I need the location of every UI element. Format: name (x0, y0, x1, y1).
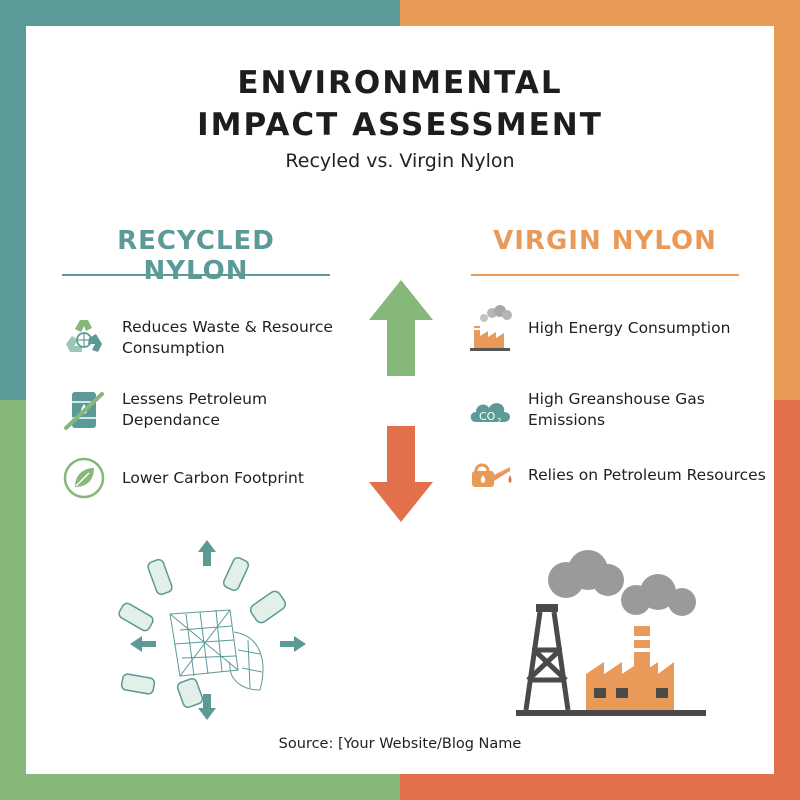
recycled-heading-underline (62, 274, 330, 276)
recycled-item-2-line-2: Dependance (122, 411, 220, 429)
page-title: ENVIRONMENTAL IMPACT ASSESSMENT (26, 62, 774, 146)
leaf-circle-icon (63, 457, 105, 499)
oil-rig-factory-illustration (516, 550, 706, 716)
virgin-impact-item: Relies on Petroleum Resources (466, 451, 766, 499)
page-subtitle: Recyled vs. Virgin Nylon (285, 150, 515, 172)
recycled-nylon-heading: RECYCLED NYLON (117, 226, 275, 286)
virgin-impact-item: CO 2 High Greanshouse Gas Emissions (466, 386, 705, 434)
recycled-item-2-line-1: Lessens Petroleum (122, 390, 268, 408)
recycled-benefit-item: Reduces Waste & Resource Consumption (60, 314, 333, 362)
oil-can-icon (472, 463, 512, 487)
title-line-2: IMPACT ASSESSMENT (197, 107, 603, 143)
title-line-1: ENVIRONMENTAL (237, 65, 563, 101)
virgin-item-2-line-2: Emissions (528, 411, 606, 429)
down-arrow-icon (369, 426, 433, 522)
recycled-item-1-line-1: Reduces Waste & Resource (122, 318, 333, 336)
up-arrow-icon (369, 280, 433, 376)
factory-smoke-icon (470, 305, 512, 351)
virgin-heading-underline (471, 274, 739, 276)
recycled-nets-bottles-illustration (118, 540, 306, 720)
co2-label: CO (479, 410, 496, 423)
recycled-benefit-item: Lessens Petroleum Dependance (60, 386, 267, 434)
virgin-nylon-heading: VIRGIN NYLON (493, 226, 717, 256)
recycled-benefit-item: Lower Carbon Footprint (60, 454, 304, 502)
co2-subscript: 2 (497, 417, 501, 425)
virgin-item-3-line-1: Relies on Petroleum Resources (528, 465, 766, 484)
co2-cloud-icon: CO 2 (470, 403, 510, 425)
virgin-item-1-line-1: High Energy Consumption (528, 318, 731, 337)
infographic-card: ENVIRONMENTAL IMPACT ASSESSMENT Recyled … (26, 26, 774, 774)
recycle-globe-icon (66, 320, 102, 352)
source-footer: Source: [Your Website/Blog Name (278, 736, 522, 752)
recycled-item-3-line-1: Lower Carbon Footprint (122, 468, 304, 487)
recycled-item-1-line-2: Consumption (122, 339, 225, 357)
crossed-oil-barrel-icon (64, 392, 104, 430)
virgin-impact-item: High Energy Consumption (466, 304, 730, 352)
virgin-item-2-line-1: High Greanshouse Gas (528, 390, 705, 408)
